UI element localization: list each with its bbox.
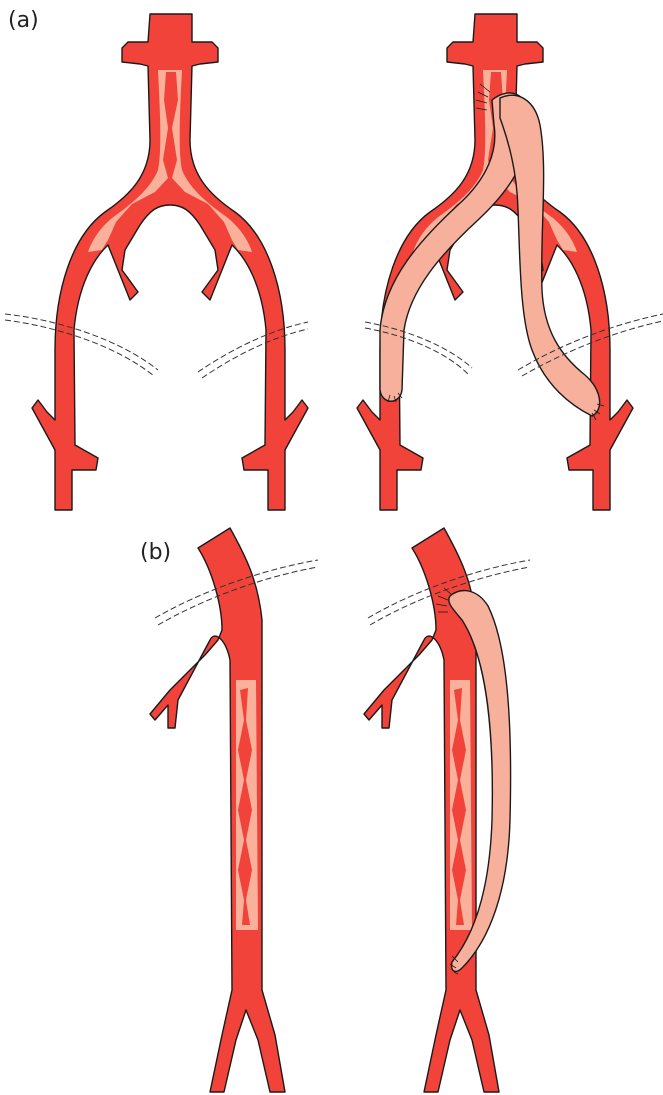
- aorto-iliac-before: [32, 14, 308, 510]
- aorto-iliac-after: [357, 14, 633, 510]
- artery-shape: [150, 528, 285, 1092]
- plaque-inner: [108, 72, 232, 240]
- femoral-before: [150, 528, 285, 1092]
